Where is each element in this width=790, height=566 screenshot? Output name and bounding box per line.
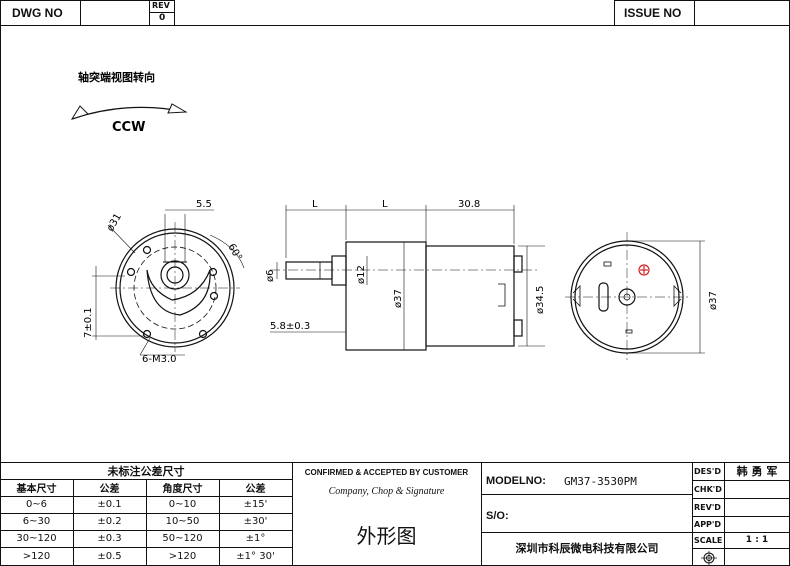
direction-label: CCW [112,120,145,135]
title-block-top [0,462,790,463]
tol-cell: ±30' [243,516,268,527]
scale-value: 1 : 1 [745,535,769,545]
issue-no-label: ISSUE NO [624,6,682,20]
app-label: APP'D [694,519,722,529]
tol-cell: 6~30 [22,516,51,527]
tolerance-table: 未标注公差尺寸 基本尺寸 公差 角度尺寸 公差 0~6 ±0.1 0~10 ±1… [0,462,293,566]
issue-no-divider [694,0,695,26]
tol-cell: >120 [168,550,197,562]
tol-cell: ±0.3 [97,533,122,544]
dim-back-dia: ø37 [708,291,719,310]
scale-label: SCALE [694,535,723,545]
tol-col-line [73,479,74,566]
tol-cell: ±0.5 [97,550,122,562]
dim-len-l1: L [312,199,318,210]
rev-value: 0 [159,13,166,23]
rev-divider [149,12,175,13]
signoff-row-line [692,498,790,499]
approval-subtitle: Company, Chop & Signature [328,486,445,497]
tol-cell: 0~6 [25,499,48,510]
so-label: S/O: [486,510,509,522]
ccw-arrow-left-icon [70,105,89,120]
ccw-arrow-right-icon [167,103,188,114]
tol-cell: 50~120 [162,533,203,544]
model-block: MODELNO: GM37-3530PM S/O: 深圳市科辰微电科技有限公司 [482,462,692,566]
tol-cell: 10~50 [165,516,200,527]
model-divider [482,494,692,495]
tol-cell: ±0.2 [97,516,122,527]
dim-screw: 6-M3.0 [142,354,177,365]
rev-signoff-label: REV'D [694,502,721,512]
tol-cell: 30~120 [16,533,57,544]
dim-len-l2: L [382,199,388,210]
dim-pcd: ø31 [105,212,124,234]
tol-col-line [146,479,147,566]
company-name: 深圳市科辰微电科技有限公司 [515,542,659,555]
dim-offset: 7±0.1 [83,307,94,338]
signoff-row-line [692,532,790,533]
dwg-no-field [80,0,150,26]
tolerance-title: 未标注公差尺寸 [107,464,185,478]
model-label: MODELNO: [486,475,546,487]
dim-shaft-len: 5.8±0.3 [270,321,310,332]
signoff-row-line [692,516,790,517]
model-right-line [692,462,693,566]
dim-shaft-flat: 5.5 [196,199,212,210]
dim-gear-dia: ø37 [393,289,404,308]
tol-cell: ±1° 30' [236,550,275,562]
dim-boss-dia: ø12 [356,265,367,284]
so-divider [482,532,692,533]
des-label: DES'D [694,466,721,476]
tol-col-line [292,462,293,566]
front-view [92,209,245,356]
tol-cell: ±0.1 [97,499,122,510]
tol-cell: ±1° [245,533,266,544]
des-value: 韩 勇 军 [736,465,778,478]
tol-cell: >120 [22,550,51,562]
tol-col-line [219,479,220,566]
tol-header: 角度尺寸 [162,484,203,495]
tol-header: 公差 [99,484,120,495]
signoff-row-line [692,480,790,481]
tol-header: 基本尺寸 [16,484,57,495]
side-view [270,205,545,351]
back-view [565,232,705,360]
tol-header: 公差 [245,484,266,495]
polarity-plus-icon [638,264,650,276]
chk-label: CHK'D [694,484,722,494]
dwg-no-label: DWG NO [12,6,63,20]
model-value: GM37-3530PM [564,475,637,488]
approval-right-line [481,462,482,566]
drawing-name: 外形图 [356,524,417,548]
rotation-note: 轴突端视图转向 [78,70,155,84]
signoff-block: DES'D 韩 勇 军 CHK'D REV'D APP'D SCALE 1 : … [692,462,790,566]
dim-motor-dia: ø34.5 [535,286,546,314]
approval-title: CONFIRMED & ACCEPTED BY CUSTOMER [304,468,469,477]
dim-len-motor: 30.8 [458,199,480,210]
dim-angle: 60° [225,242,243,263]
drawing-canvas: 轴突端视图转向 CCW 5.5 ø31 60° 7±0.1 6-M3 [70,70,719,365]
tol-cell: 0~10 [168,499,197,510]
approval-block: CONFIRMED & ACCEPTED BY CUSTOMER Company… [292,462,481,566]
dim-shaft-dia: ø6 [265,270,276,282]
rev-label: REV [152,1,170,10]
signoff-col-line [724,462,725,566]
projection-symbol-icon [701,551,717,565]
tol-cell: ±15' [243,499,268,510]
signoff-row-line [692,548,790,549]
